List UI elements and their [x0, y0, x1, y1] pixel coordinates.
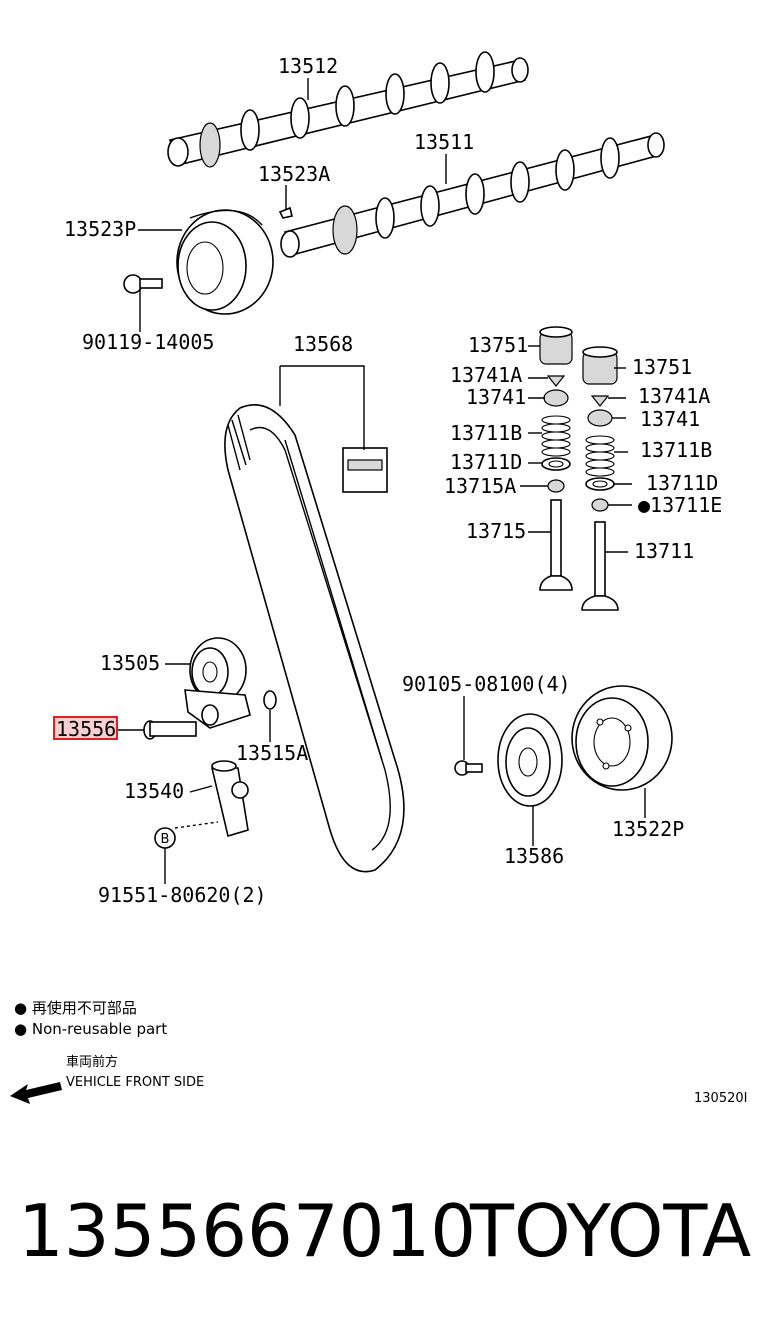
camshaft-pulley-13523P[interactable] — [176, 209, 274, 315]
label-13741-left: 13741 — [466, 385, 526, 409]
legend-en-nonreusable: ● Non-reusable part — [14, 1020, 167, 1038]
belt-tag — [342, 447, 388, 493]
label-90119-14005: 90119-14005 — [82, 330, 214, 354]
timing-belt-13568[interactable] — [224, 404, 405, 873]
label-13741-right: 13741 — [640, 407, 700, 431]
label-13711D-left: 13711D — [450, 450, 522, 474]
bolt-90105-08100[interactable] — [454, 760, 483, 776]
label-13523A: 13523A — [258, 162, 330, 186]
label-13515A: 13515A — [236, 741, 308, 765]
valve-parts-left — [539, 326, 573, 591]
legend-en-front: VEHICLE FRONT SIDE — [66, 1075, 204, 1090]
part-labels: 13512 13511 13523A 13523P 90119-14005 13… — [53, 54, 722, 907]
label-13505: 13505 — [100, 651, 160, 675]
label-13556: 13556 — [56, 717, 116, 741]
label-13741A-left: 13741A — [450, 363, 522, 387]
footer: 1355667010 TOYOTA — [18, 1189, 751, 1273]
legend: ● 再使用不可部品 ● Non-reusable part 車両前方 VEHIC… — [10, 999, 747, 1106]
label-13568: 13568 — [293, 332, 353, 356]
crank-timing-pulley-13522P[interactable] — [571, 685, 673, 791]
camshaft-13512[interactable] — [167, 51, 529, 168]
legend-ja-nonreusable: ● 再使用不可部品 — [14, 999, 137, 1017]
label-13512: 13512 — [278, 54, 338, 78]
label-13711D-right: 13711D — [646, 471, 718, 495]
label-13522P: 13522P — [612, 817, 684, 841]
label-13715: 13715 — [466, 519, 526, 543]
label-13715A: 13715A — [444, 474, 516, 498]
highlight-13556 — [53, 716, 118, 740]
camshaft-13511[interactable] — [280, 132, 665, 258]
label-13586: 13586 — [504, 844, 564, 868]
label-13751-left: 13751 — [468, 333, 528, 357]
label-13523P: 13523P — [64, 217, 136, 241]
bolt-13556[interactable] — [143, 720, 197, 740]
label-13741A-right: 13741A — [638, 384, 710, 408]
label-13711B-left: 13711B — [450, 421, 522, 445]
label-90105-08100: 90105-08100(4) — [402, 672, 571, 696]
label-91551-80620: 91551-80620(2) — [98, 883, 267, 907]
washer-13515A[interactable] — [263, 690, 277, 710]
label-13751-right: 13751 — [632, 355, 692, 379]
diagram-code: 130520I — [694, 1091, 747, 1106]
idler-pulley-13505[interactable] — [184, 637, 251, 729]
footer-part-number: 1355667010 — [18, 1189, 476, 1273]
label-13711E: ●13711E — [638, 493, 722, 517]
arrow-left-icon — [10, 1082, 62, 1104]
label-13511: 13511 — [414, 130, 474, 154]
label-13711B-right: 13711B — [640, 438, 712, 462]
footer-brand: TOYOTA — [469, 1189, 751, 1273]
tensioner-13540[interactable] — [174, 760, 249, 838]
legend-ja-front: 車両前方 — [66, 1054, 118, 1070]
svg-text:B: B — [161, 832, 170, 847]
label-13711: 13711 — [634, 539, 694, 563]
reference-circle-b: B — [154, 827, 176, 849]
crank-pulley-13586[interactable] — [497, 713, 563, 807]
label-13540: 13540 — [124, 779, 184, 803]
leader-lines — [118, 78, 646, 884]
valve-parts-right — [581, 346, 619, 611]
bolt-90119-14005[interactable] — [123, 274, 163, 294]
